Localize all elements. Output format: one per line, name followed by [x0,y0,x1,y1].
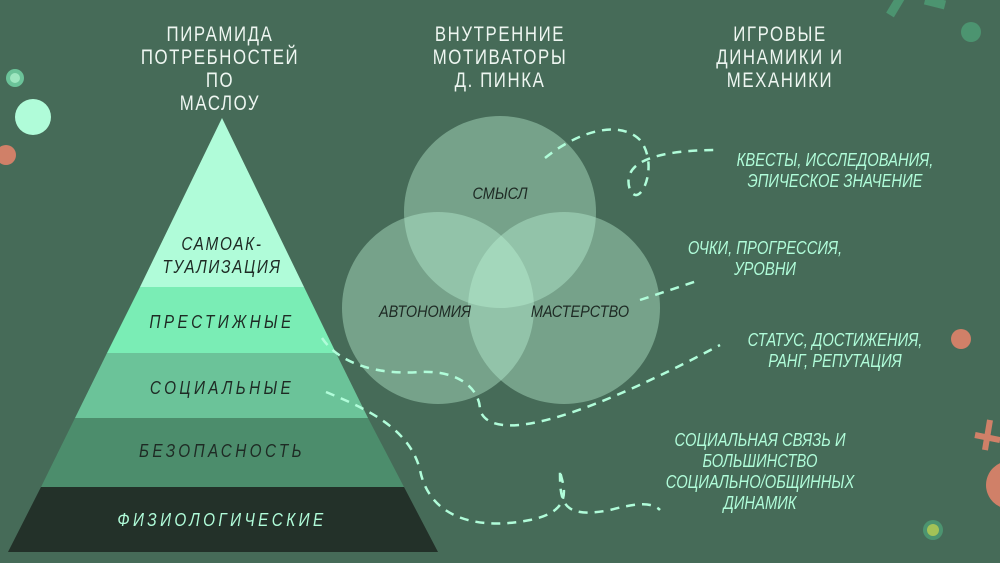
pyramid-level-4 [41,418,404,487]
venn [342,116,660,404]
header-maslow: ПИРАМИДА ПОТРЕБНОСТЕЙ ПО МАСЛОУ [140,23,300,115]
pyramid-level-3 [75,353,368,418]
pyramid-label-social: СОЦИАЛЬНЫЕ [149,378,295,398]
pyramid-level-1 [140,118,304,287]
circle-mastery [468,212,660,404]
pyramid-label-physiological: ФИЗИОЛОГИЧЕСКИЕ [117,510,327,530]
circle-label-meaning: СМЫСЛ [472,184,528,203]
decorations [0,0,1000,540]
circle-label-autonomy: АВТОНОМИЯ [379,302,471,321]
circle-label-mastery: МАСТЕРСТВО [530,302,630,321]
pyramid-level-5 [8,487,438,552]
pyramid-label-prestige: ПРЕСТИЖНЫЕ [149,312,295,332]
pyramid [8,118,438,552]
mechanic-quests: КВЕСТЫ, ИССЛЕДОВАНИЯ, ЭПИЧЕСКОЕ ЗНАЧЕНИЕ [736,150,934,191]
circle-meaning [404,116,596,308]
mechanic-points: ОЧКИ, ПРОГРЕССИЯ, УРОВНИ [687,238,843,279]
connector-lines [320,128,721,525]
mechanic-social: СОЦИАЛЬНАЯ СВЯЗЬ И БОЛЬШИНСТВО СОЦИАЛЬНО… [665,430,855,513]
pyramid-label-self-actualization: САМОАК- ТУАЛИЗАЦИЯ [162,234,282,277]
mechanic-status: СТАТУС, ДОСТИЖЕНИЯ, РАНГ, РЕПУТАЦИЯ [747,330,923,371]
pyramid-level-2 [107,287,336,353]
circle-autonomy [342,212,534,404]
header-game: ИГРОВЫЕ ДИНАМИКИ И МЕХАНИКИ [716,23,844,92]
header-pink: ВНУТРЕННИЕ МОТИВАТОРЫ Д. ПИНКА [432,23,568,92]
pyramid-label-safety: БЕЗОПАСНОСТЬ [138,441,306,461]
